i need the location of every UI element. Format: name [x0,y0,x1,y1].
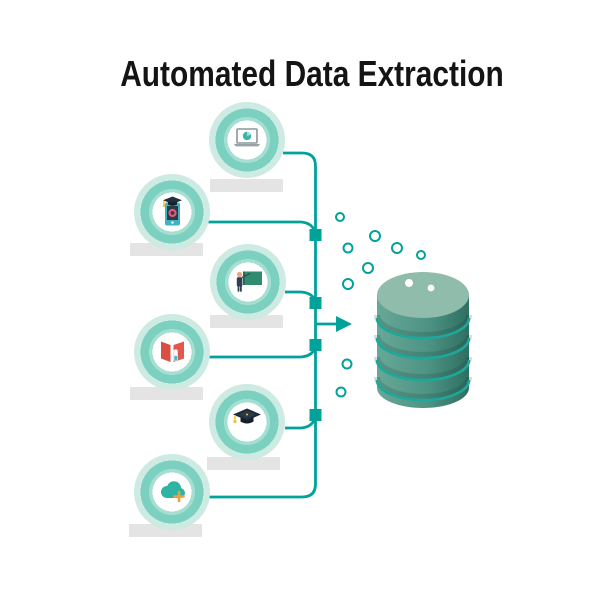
bubble-icon [391,242,403,254]
cloud-plus-icon [161,481,185,503]
source-node-graduation [209,384,285,460]
graduation-cap-icon [233,408,261,424]
bubble-icon [342,242,354,254]
junction-square [309,297,322,309]
bubble-icon [342,278,354,290]
teacher-blackboard-icon [236,271,262,292]
laptop-chart-icon [234,128,260,147]
source-node-cloud-upload [134,454,210,530]
bubble-icon [369,230,381,242]
source-node-classroom-teaching [210,244,286,320]
junction-square [309,409,322,421]
source-node-laptop-analytics [209,102,285,178]
junction-square [309,339,322,351]
flow-arrow-icon [315,316,352,332]
text-placeholder-bar [210,179,283,192]
bubble-icon [335,386,347,398]
text-placeholder-bar [210,315,283,328]
source-node-textbook-science [134,314,210,390]
connector-book [208,344,317,359]
connector-mobile [208,220,317,236]
bubble-icon [341,358,353,370]
bubble-icon [362,262,374,274]
junction-square [309,229,322,241]
junction-squares [309,229,322,421]
text-placeholder-bar [207,457,280,470]
page-title: Automated Data Extraction [120,53,504,94]
bubble-icon [416,250,426,260]
database-cylinder-icon [374,272,472,408]
open-book-test-tube-icon [161,341,184,362]
bubble-icon [335,212,345,222]
data-bubbles [335,212,426,398]
text-placeholder-bar [130,387,203,400]
source-node-mobile-learning [134,174,210,250]
smartphone-graduation-icon [162,196,182,226]
